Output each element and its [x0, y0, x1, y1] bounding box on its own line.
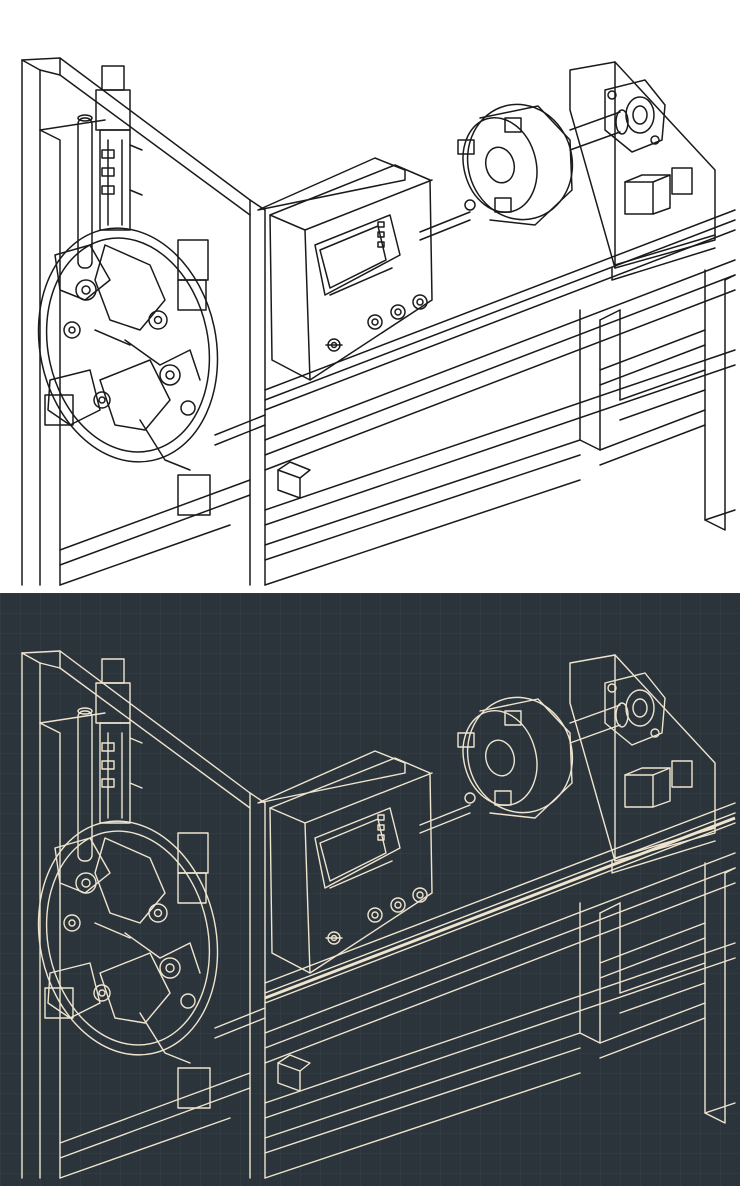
blueprint-grid [0, 593, 740, 1186]
guide-rail-highlight [264, 816, 736, 1000]
machine-drawing-white [16, 57, 736, 586]
bottom-panel-blueprint [0, 593, 740, 1186]
machine-drawing-blueprint [0, 593, 740, 1186]
top-panel-line-drawing [16, 57, 736, 586]
